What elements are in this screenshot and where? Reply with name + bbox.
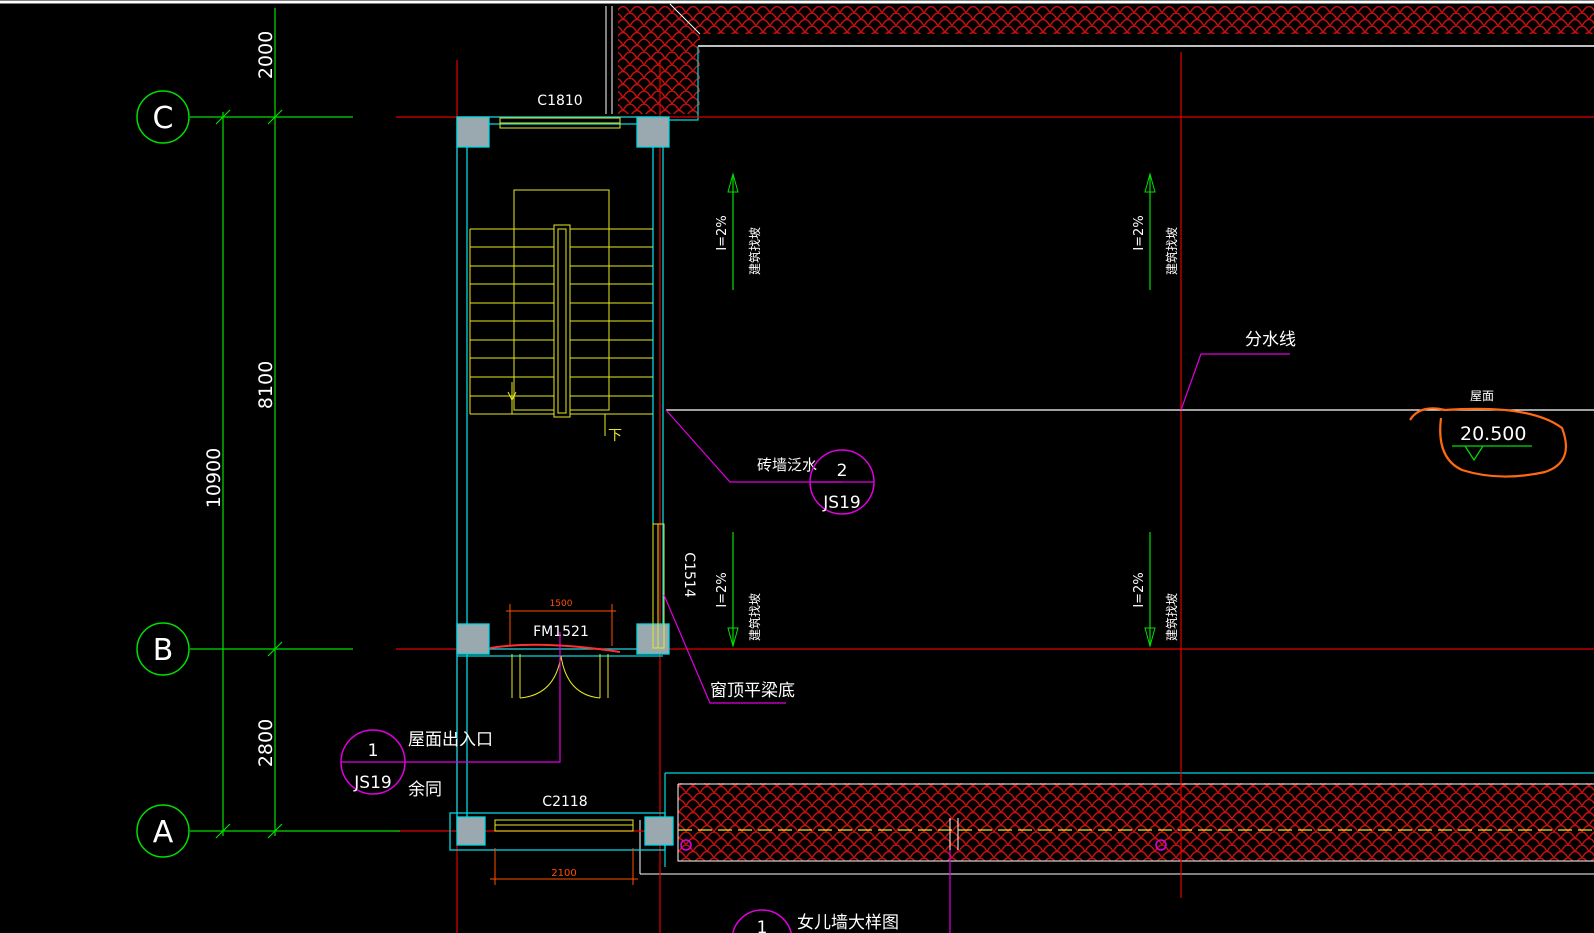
label-roof-exit: 屋面出入口 bbox=[408, 730, 493, 750]
label-window-top: C1810 bbox=[537, 93, 582, 109]
detail-ref-number: 1 bbox=[757, 918, 768, 933]
label-water-divide: 分水线 bbox=[1245, 330, 1296, 350]
elevation-value: 20.500 bbox=[1460, 423, 1526, 445]
grid-label-a: A bbox=[153, 815, 174, 850]
stair-flight bbox=[469, 189, 653, 436]
dim-cb: 8100 bbox=[255, 361, 277, 409]
elevation-label: 屋面 bbox=[1470, 389, 1494, 403]
drain-marker bbox=[680, 839, 692, 851]
stair-direction-label: 下 bbox=[608, 428, 622, 444]
dim-ba: 2800 bbox=[255, 719, 277, 767]
label-window-bottom-width: 2100 bbox=[551, 868, 576, 879]
structural-columns bbox=[456, 116, 674, 846]
tile-hatch-bottom bbox=[639, 772, 1594, 875]
label-parapet-detail: 女儿墙大样图 bbox=[797, 913, 899, 933]
window-c2118 bbox=[494, 819, 634, 832]
slope-value: I=2% bbox=[715, 215, 730, 250]
detail-ref-number: 2 bbox=[837, 461, 848, 481]
label-door-width: 1500 bbox=[550, 599, 573, 609]
detail-ref-sheet: JS19 bbox=[822, 493, 860, 513]
slope-arrow-4: I=2% 建筑找坡 bbox=[1132, 532, 1179, 648]
slope-arrow-1: I=2% 建筑找坡 bbox=[715, 172, 762, 290]
leader-lintel bbox=[663, 594, 786, 704]
tile-hatch-top bbox=[605, 3, 1594, 121]
detail-ref-2[interactable]: 2 JS19 bbox=[809, 449, 875, 515]
label-door: FM1521 bbox=[533, 624, 589, 640]
grid-bubble-c[interactable]: C bbox=[136, 90, 190, 144]
elevation-marker[interactable]: 屋面 20.500 bbox=[1409, 389, 1567, 478]
window-c1514 bbox=[652, 523, 665, 649]
drain-marker bbox=[1155, 839, 1167, 851]
annotation-circle bbox=[1409, 407, 1567, 478]
leader-brick-flashing bbox=[665, 409, 842, 483]
grid-dimension-chain bbox=[190, 8, 400, 839]
grid-bubble-a[interactable]: A bbox=[136, 804, 190, 858]
label-lintel: 窗顶平梁底 bbox=[710, 681, 795, 701]
slope-note: 建筑找坡 bbox=[747, 227, 762, 275]
dim-window-bottom bbox=[490, 848, 638, 885]
slope-note: 建筑找坡 bbox=[1164, 593, 1179, 641]
dim-overall: 10900 bbox=[203, 448, 225, 508]
grid-label-c: C bbox=[153, 101, 174, 136]
window-c1810 bbox=[499, 117, 621, 129]
door-fm1521 bbox=[489, 604, 621, 699]
leader-water-divide bbox=[1180, 353, 1290, 411]
detail-ref-parapet[interactable]: 1 bbox=[732, 909, 792, 933]
detail-ref-1[interactable]: 1 JS19 bbox=[340, 729, 407, 795]
detail-ref-sheet: JS19 bbox=[353, 773, 391, 793]
leader-roof-exit bbox=[407, 632, 561, 763]
detail-ref-number: 1 bbox=[368, 741, 379, 761]
grid-label-b: B bbox=[153, 633, 174, 668]
grid-bubble-b[interactable]: B bbox=[136, 622, 190, 676]
slope-arrow-3: I=2% 建筑找坡 bbox=[715, 532, 762, 648]
slope-value: I=2% bbox=[1132, 215, 1147, 250]
slope-value: I=2% bbox=[715, 572, 730, 607]
slope-note: 建筑找坡 bbox=[747, 593, 762, 641]
slope-arrow-2: I=2% 建筑找坡 bbox=[1132, 172, 1179, 290]
label-window-bottom: C2118 bbox=[542, 794, 587, 810]
slope-value: I=2% bbox=[1132, 572, 1147, 607]
slope-note: 建筑找坡 bbox=[1164, 227, 1179, 275]
dim-top: 2000 bbox=[255, 31, 277, 79]
label-brick-flashing: 砖墙泛水 bbox=[757, 456, 817, 474]
label-window-side: C1514 bbox=[681, 552, 697, 597]
label-rest-same: 余同 bbox=[408, 780, 442, 800]
